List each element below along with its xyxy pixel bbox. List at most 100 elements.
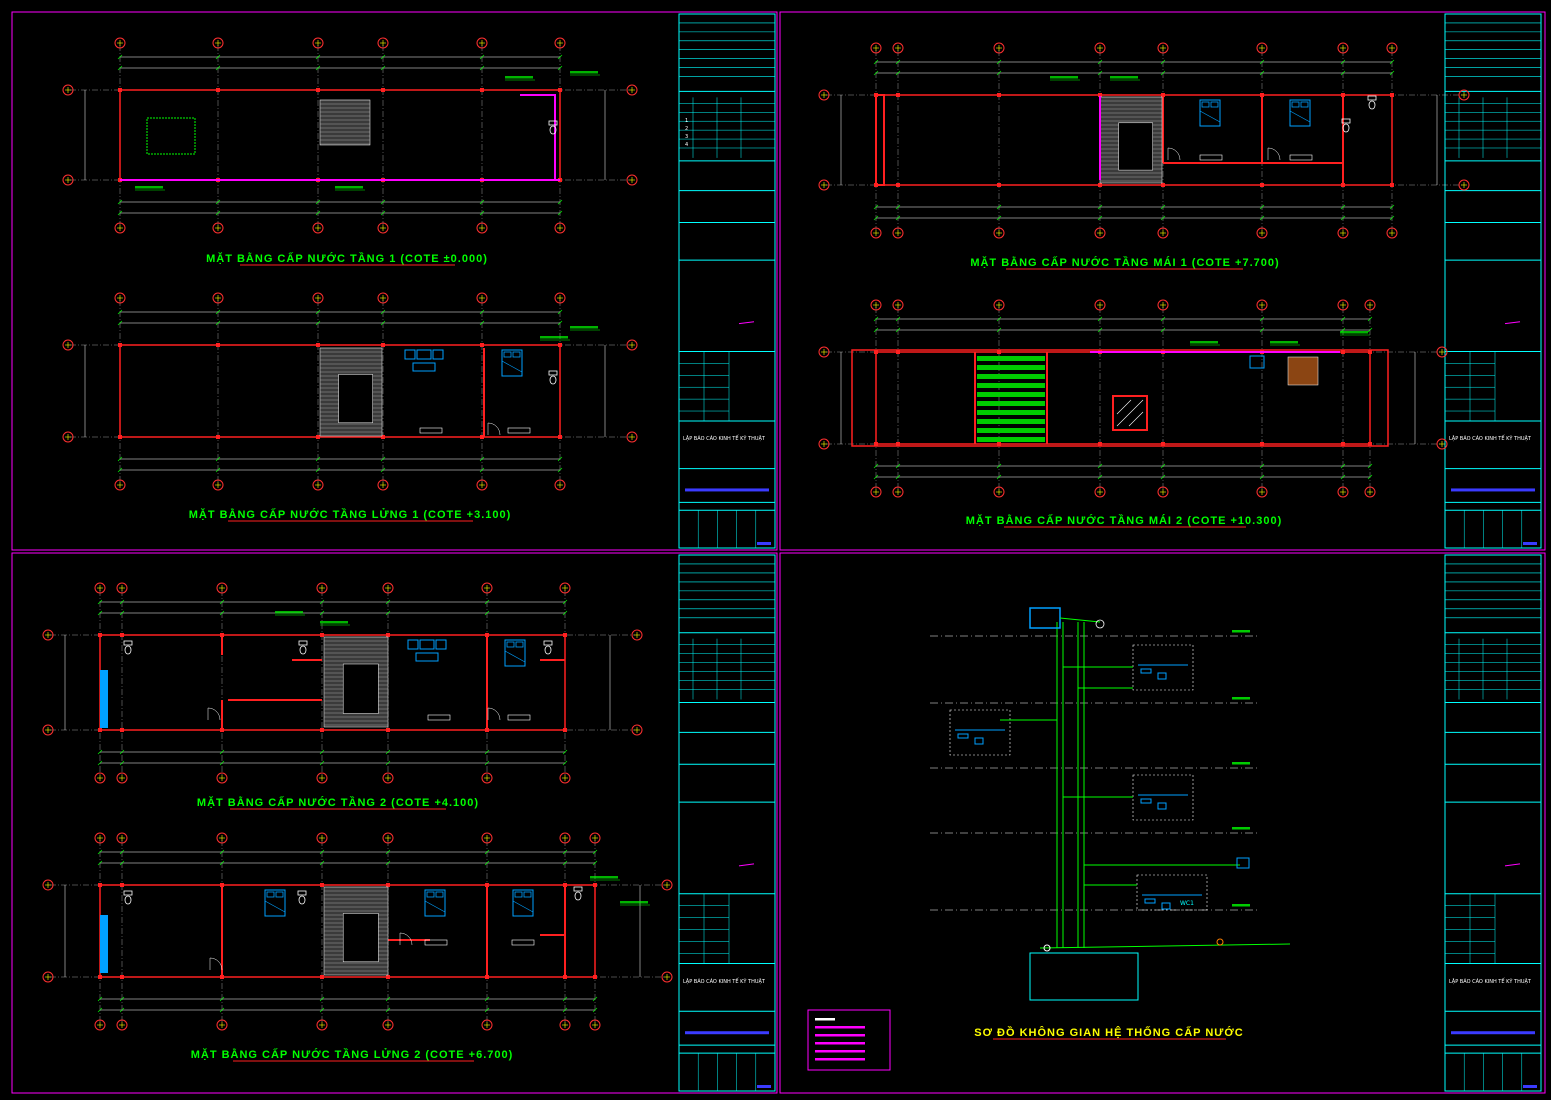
dimension-tick bbox=[215, 320, 221, 326]
structural-column bbox=[120, 883, 124, 887]
floor-plan-mezz1 bbox=[62, 292, 638, 491]
stair-outline bbox=[319, 99, 371, 146]
note-text-bar bbox=[1340, 331, 1368, 334]
structural-column bbox=[485, 728, 489, 732]
dimension-tick bbox=[1340, 474, 1346, 480]
structural-column bbox=[1098, 183, 1102, 187]
bed-sheet bbox=[424, 900, 446, 913]
grid-bubble bbox=[212, 292, 224, 304]
signature-mark bbox=[738, 321, 755, 325]
dimension-tick bbox=[319, 760, 325, 766]
level-label-bar bbox=[1232, 904, 1250, 907]
dimension-tick bbox=[592, 1007, 598, 1013]
sheet-frame-1 bbox=[11, 11, 778, 551]
structural-column bbox=[1368, 350, 1372, 354]
dimension-tick bbox=[895, 215, 901, 221]
grid-bubble bbox=[870, 486, 882, 498]
structural-column bbox=[874, 350, 878, 354]
structural-column bbox=[896, 93, 900, 97]
door-swing bbox=[209, 957, 223, 971]
supply-main bbox=[1039, 943, 1291, 949]
toilet-bowl bbox=[574, 891, 582, 901]
grid-bubble bbox=[62, 339, 74, 351]
dimension-tick bbox=[557, 309, 563, 315]
dimension-tick bbox=[1389, 204, 1395, 210]
dimension-tick bbox=[215, 456, 221, 462]
note-text-bar bbox=[1050, 76, 1078, 79]
grid-bubble bbox=[1386, 42, 1398, 54]
dimension-tick bbox=[1340, 70, 1346, 76]
grid-bubble bbox=[631, 629, 643, 641]
cabinet bbox=[507, 714, 531, 721]
floor-plan-ground bbox=[62, 37, 638, 234]
bed-icon bbox=[1199, 99, 1221, 127]
dimension-tick bbox=[119, 760, 125, 766]
structural-column bbox=[118, 435, 122, 439]
legend-box bbox=[807, 1009, 891, 1071]
dimension-tick bbox=[562, 996, 568, 1002]
dimension-tick bbox=[1097, 59, 1103, 65]
dimension-tick bbox=[557, 54, 563, 60]
dimension-tick bbox=[319, 1007, 325, 1013]
dimension-tick bbox=[479, 54, 485, 60]
toilet-bowl bbox=[124, 645, 132, 655]
bed-frame bbox=[1199, 99, 1221, 127]
dimension-tick bbox=[895, 59, 901, 65]
grid-bubble bbox=[1337, 227, 1349, 239]
dimension-tick bbox=[117, 210, 123, 216]
structural-column bbox=[563, 975, 567, 979]
structural-column bbox=[386, 633, 390, 637]
dimension-tick bbox=[315, 320, 321, 326]
dimension-tick bbox=[562, 760, 568, 766]
grid-bubble bbox=[42, 724, 54, 736]
dimension-tick bbox=[380, 320, 386, 326]
dimension-tick bbox=[1097, 316, 1103, 322]
grid-bubble bbox=[114, 292, 126, 304]
dimension-tick bbox=[1160, 474, 1166, 480]
dimension-tick bbox=[895, 327, 901, 333]
structural-column bbox=[480, 88, 484, 92]
grid-bubble bbox=[312, 479, 324, 491]
structural-column bbox=[220, 975, 224, 979]
note-text-bar bbox=[540, 336, 568, 339]
bed-sheet bbox=[501, 360, 523, 373]
roof-slat bbox=[977, 383, 1045, 388]
dimension-tick bbox=[557, 320, 563, 326]
dimension-tick bbox=[315, 199, 321, 205]
dimension-tick bbox=[1367, 463, 1373, 469]
title-block-frame bbox=[678, 554, 776, 1092]
living-set-icon bbox=[407, 639, 447, 662]
grid-bubble bbox=[62, 174, 74, 186]
structural-column bbox=[563, 728, 567, 732]
toilet-tank bbox=[123, 640, 133, 646]
title-block-project-4: LẬP BÁO CÁO KINH TẾ KỸ THUẬT bbox=[1449, 977, 1532, 985]
grid-bubble bbox=[1337, 486, 1349, 498]
dimension-tick bbox=[895, 474, 901, 480]
sofa bbox=[419, 639, 435, 650]
dimension-tick bbox=[380, 65, 386, 71]
dimension-tick bbox=[479, 309, 485, 315]
dimension-tick bbox=[219, 599, 225, 605]
dimension-tick bbox=[97, 849, 103, 855]
roof-tank-icon bbox=[1029, 607, 1061, 629]
bed-icon bbox=[501, 349, 523, 377]
stair-void bbox=[338, 374, 373, 424]
bed-pillow bbox=[503, 351, 512, 358]
dimension-tick bbox=[479, 65, 485, 71]
toilet-icon bbox=[1341, 118, 1351, 133]
dimension-tick bbox=[380, 199, 386, 205]
dimension-tick bbox=[1259, 204, 1265, 210]
sheet-frame-3 bbox=[11, 552, 778, 1094]
fixture bbox=[1157, 672, 1167, 680]
bathroom-boundary bbox=[1132, 644, 1194, 691]
bed-frame bbox=[501, 349, 523, 377]
dimension-tick bbox=[219, 860, 225, 866]
note-text-bar bbox=[570, 71, 598, 74]
grid-bubble bbox=[42, 879, 54, 891]
water-pipe bbox=[520, 94, 556, 180]
title-block-frame bbox=[1444, 554, 1542, 1092]
grid-bubble bbox=[554, 222, 566, 234]
grid-bubble bbox=[1458, 179, 1470, 191]
note-text-bar bbox=[335, 186, 363, 189]
toilet-bowl bbox=[298, 895, 306, 905]
